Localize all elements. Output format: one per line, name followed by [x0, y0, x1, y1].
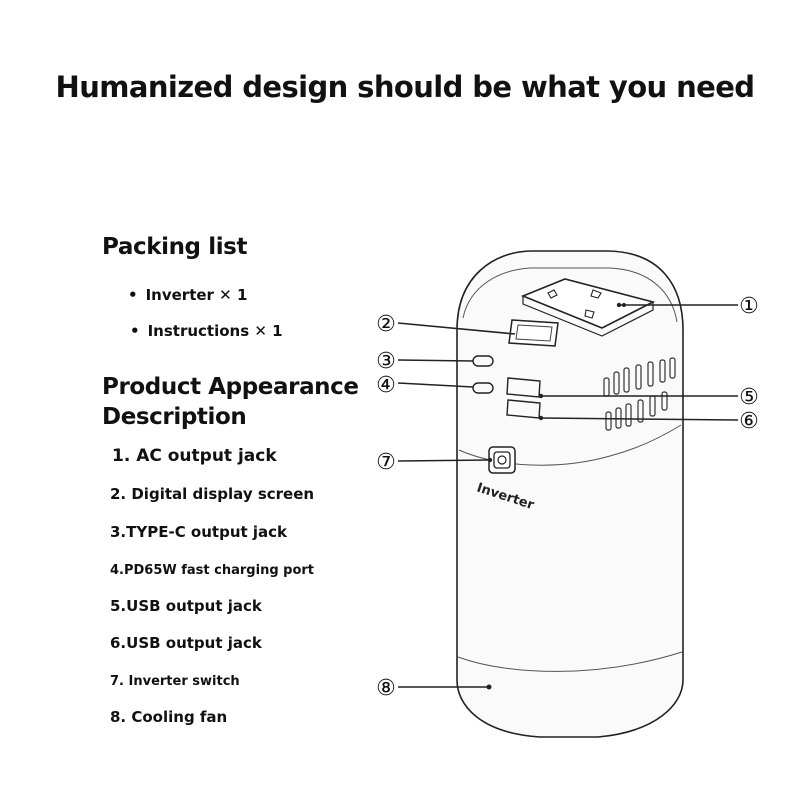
pd-port-icon — [472, 382, 494, 394]
callout-6: ⑥ — [739, 409, 759, 434]
device-bottom-band — [457, 651, 683, 672]
ac-socket-icon — [520, 278, 656, 337]
inverter-switch-icon — [488, 446, 516, 474]
appearance-title-line2: Description — [102, 404, 247, 430]
page-heading: Humanized design should be what you need — [55, 70, 755, 104]
callout-2: ② — [376, 312, 396, 337]
display-screen-icon — [508, 319, 559, 347]
callout-1: ① — [739, 294, 759, 319]
appearance-item-7: 7. Inverter switch — [110, 674, 240, 689]
appearance-item-4: 4.PD65W fast charging port — [110, 563, 315, 578]
packing-item-instructions: • Instructions ✕ 1 — [130, 322, 283, 340]
cooling-fan-icon — [486, 684, 492, 690]
packing-item-label: Inverter ✕ 1 — [145, 286, 248, 304]
bullet: • — [130, 322, 140, 340]
bullet: • — [128, 286, 138, 304]
packing-list-title: Packing list — [102, 234, 248, 260]
appearance-item-3: 3.TYPE-C output jack — [110, 523, 288, 541]
callout-3: ③ — [376, 349, 396, 374]
appearance-item-2: 2. Digital display screen — [110, 485, 315, 503]
appearance-item-8: 8. Cooling fan — [110, 708, 228, 726]
callout-4: ④ — [376, 373, 396, 398]
callout-lines — [397, 304, 739, 688]
appearance-item-5: 5.USB output jack — [110, 597, 262, 615]
callout-5: ⑤ — [739, 385, 759, 410]
device-top-panel — [462, 267, 678, 323]
appearance-title-line1: Product Appearance — [102, 374, 359, 400]
appearance-item-6: 6.USB output jack — [110, 634, 262, 652]
callout-8: ⑧ — [376, 676, 396, 701]
usb-port-5-icon — [506, 377, 541, 398]
device-body — [456, 250, 684, 738]
callout-7: ⑦ — [376, 450, 396, 475]
packing-item-label: Instructions ✕ 1 — [147, 322, 283, 340]
packing-item-inverter: • Inverter ✕ 1 — [128, 286, 247, 304]
appearance-item-1: 1. AC output jack — [112, 446, 277, 466]
vent-slots-icon — [603, 357, 676, 431]
appearance-title: Product Appearance Description — [102, 372, 359, 432]
